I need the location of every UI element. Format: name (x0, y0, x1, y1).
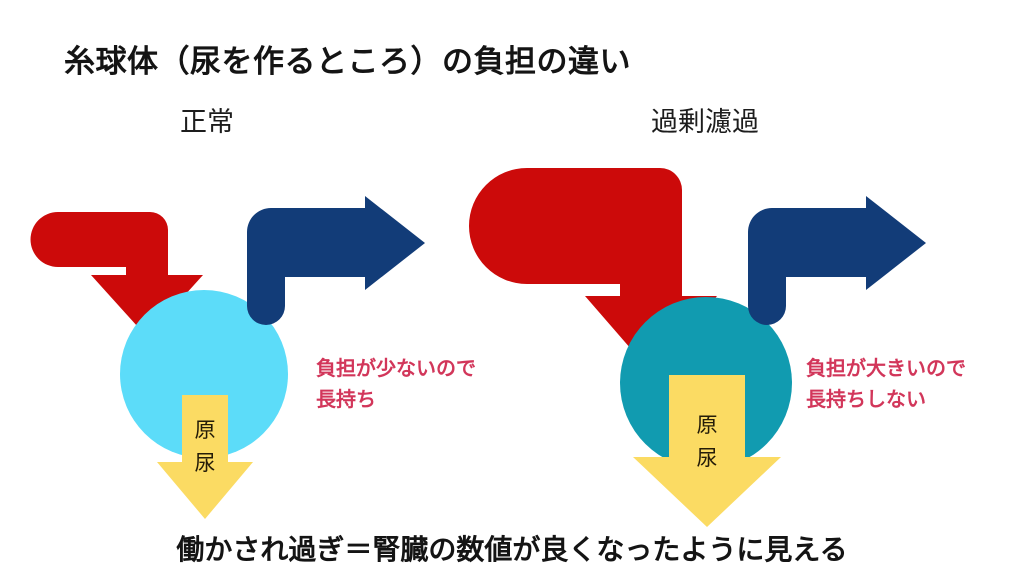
panel-label-normal: 正常 (180, 107, 234, 138)
annotation-normal-line1: 負担が少ないので (316, 356, 476, 380)
annotation-hyperfiltration-line2: 長持ちしない (806, 387, 926, 411)
glomerulus-normal (120, 290, 288, 458)
page-title: 糸球体（尿を作るところ）の負担の違い (64, 44, 631, 80)
panel-hyperfiltration: 原 尿 (469, 168, 926, 527)
filtrate-label-normal-char2: 尿 (195, 451, 216, 475)
annotation-normal: 負担が少ないので 長持ち (316, 353, 476, 415)
inflow-arrow-normal (30, 212, 204, 337)
filtrate-label-hyperfiltration-char2: 尿 (697, 446, 718, 470)
glomerulus-hyperfiltration (620, 297, 792, 469)
inflow-arrow-hyperfiltration (469, 168, 717, 372)
annotation-normal-line2: 長持ち (316, 387, 376, 411)
panel-label-hyperfiltration: 過剰濾過 (651, 107, 759, 138)
filtrate-label-hyperfiltration-char1: 原 (697, 413, 718, 437)
filtrate-label-normal-char1: 原 (195, 418, 216, 442)
outflow-arrow-normal (247, 196, 425, 325)
filtrate-arrow-normal (157, 395, 253, 519)
annotation-hyperfiltration: 負担が大きいので 長持ちしない (806, 353, 966, 415)
annotation-hyperfiltration-line1: 負担が大きいので (806, 356, 966, 380)
filtrate-arrow-hyperfiltration (633, 375, 781, 527)
bottom-caption: 働かされ過ぎ＝腎臓の数値が良くなったように見える (176, 533, 848, 566)
outflow-arrow-hyperfiltration (748, 196, 926, 325)
